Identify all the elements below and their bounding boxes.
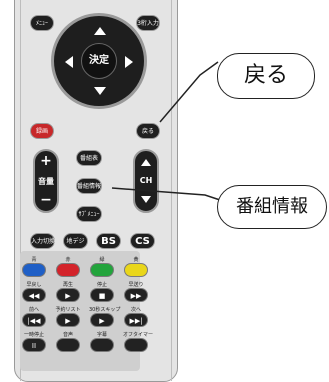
play-button[interactable]: ▶ — [56, 288, 80, 302]
record-button[interactable]: 録画 — [30, 123, 54, 139]
program-info-callout: 番組情報 — [217, 185, 327, 229]
subtitle-button[interactable] — [90, 338, 114, 352]
menu-button[interactable]: ﾒﾆｭｰ — [30, 15, 54, 31]
audio-button[interactable] — [56, 338, 80, 352]
yellow-label: 黄 — [133, 257, 139, 263]
off-timer-button[interactable] — [124, 338, 148, 352]
yellow-button[interactable] — [124, 263, 148, 277]
fast-forward-button[interactable]: ▶▶ — [124, 288, 148, 302]
volume-label: 音量 — [38, 177, 54, 186]
pause-button[interactable]: II — [22, 338, 46, 352]
stop-button[interactable]: ■ — [90, 288, 114, 302]
fast-forward-label: 早送り — [128, 282, 144, 288]
down-arrow-icon[interactable] — [94, 87, 106, 95]
channel-rocker[interactable]: CH — [133, 149, 159, 213]
volume-rocker[interactable]: + 音量 − — [33, 149, 59, 213]
previous-label: 前へ — [28, 307, 39, 313]
channel-down-icon[interactable] — [141, 196, 151, 203]
back-callout: 戻る — [217, 53, 315, 99]
skip-30s-label: 30秒スキップ — [89, 307, 121, 313]
stop-label: 停止 — [96, 282, 107, 288]
green-label: 緑 — [99, 257, 105, 263]
volume-minus-icon[interactable]: − — [40, 192, 52, 208]
channel-up-icon[interactable] — [141, 159, 151, 166]
rewind-button[interactable]: ◀◀ — [22, 288, 46, 302]
next-label: 次へ — [130, 307, 141, 313]
up-arrow-icon[interactable] — [94, 27, 106, 35]
right-arrow-icon[interactable] — [125, 56, 133, 68]
pause-label: 一時停止 — [23, 332, 44, 338]
cs-button[interactable]: CS — [130, 233, 155, 249]
submenu-button[interactable]: ｻﾌﾞﾒﾆｭｰ — [76, 206, 102, 222]
terrestrial-button[interactable]: 地デジ — [63, 233, 88, 249]
rewind-label: 早戻し — [26, 282, 42, 288]
blue-label: 青 — [31, 257, 37, 263]
input-switch-button[interactable]: 入力切換 — [30, 233, 55, 249]
bs-button[interactable]: BS — [96, 233, 121, 249]
green-button[interactable] — [90, 263, 114, 277]
subtitle-label: 字幕 — [96, 332, 107, 338]
reservation-list-label: 予約リスト — [55, 307, 81, 313]
epg-button[interactable]: 番組表 — [76, 150, 102, 166]
red-label: 赤 — [65, 257, 71, 263]
ok-button[interactable]: 決定 — [81, 43, 117, 79]
audio-label: 音声 — [62, 332, 73, 338]
callout-leaders — [111, 61, 221, 201]
skip-30s-button[interactable]: ▶ — [90, 313, 114, 327]
reservation-list-button[interactable]: ▶ — [56, 313, 80, 327]
red-button[interactable] — [56, 263, 80, 277]
three-digit-input-button[interactable]: 3桁入力 — [136, 15, 160, 31]
off-timer-label: オフタイマー — [123, 332, 154, 338]
program-info-button[interactable]: 番組情報 — [76, 178, 102, 194]
back-button[interactable]: 戻る — [136, 123, 160, 139]
next-button[interactable]: ▶▶| — [124, 313, 148, 327]
volume-plus-icon[interactable]: + — [40, 153, 52, 169]
blue-button[interactable] — [22, 263, 46, 277]
directional-pad: 決定 — [51, 13, 147, 109]
play-label: 再生 — [62, 282, 73, 288]
previous-button[interactable]: |◀◀ — [22, 313, 46, 327]
left-arrow-icon[interactable] — [65, 56, 73, 68]
channel-label: CH — [139, 176, 153, 185]
